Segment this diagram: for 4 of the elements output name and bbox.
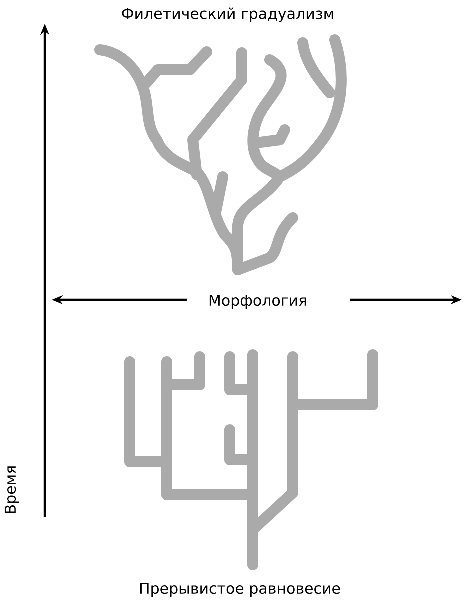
tree-caption: Прерывистое равновесие xyxy=(140,582,340,598)
tree-caption: Филетический градуализм xyxy=(122,8,334,22)
axis-label: Время xyxy=(4,466,20,514)
axis-label: Морфология xyxy=(210,294,306,310)
